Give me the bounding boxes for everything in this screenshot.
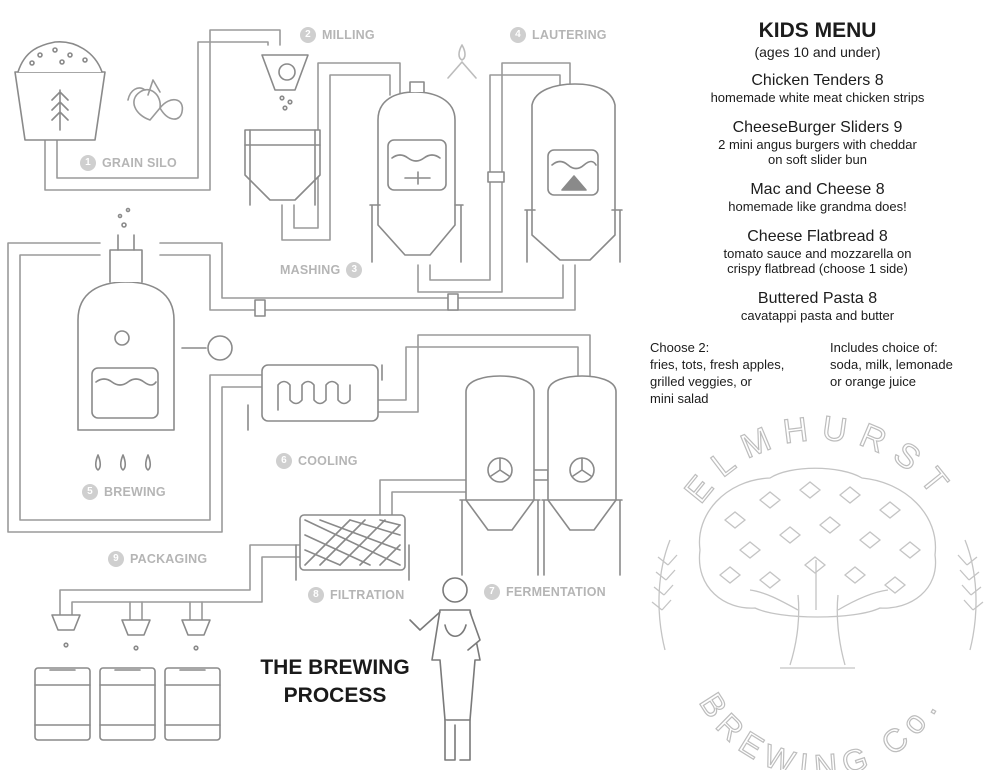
step-number: 2	[300, 27, 316, 43]
menu-item-name: Cheese Flatbread 8	[747, 228, 888, 245]
step-number: 6	[276, 453, 292, 469]
logo-top-text: ELMHURST	[677, 410, 963, 510]
tree-icon	[698, 467, 937, 669]
water-drop-icon	[447, 44, 477, 79]
menu-item: Cheese Flatbread 8 tomato sauce and mozz…	[640, 227, 995, 276]
packaging-kegs	[34, 614, 221, 741]
menu-item-description: 2 mini angus burgers with cheddar on sof…	[718, 137, 917, 167]
step-label: MASHING	[280, 263, 341, 277]
step-label: COOLING	[298, 454, 358, 468]
menu-item: Buttered Pasta 8 cavatappi pasta and but…	[640, 289, 995, 323]
brewer-figure-icon	[409, 577, 481, 761]
step-filtration: 8 FILTRATION	[308, 587, 404, 603]
menu-item-name: CheeseBurger Sliders 9	[732, 119, 903, 136]
wheat-right-icon	[957, 539, 984, 651]
sides-section: Choose 2: fries, tots, fresh apples, gri…	[650, 339, 830, 407]
wheat-left-icon	[651, 539, 678, 651]
step-number: 1	[80, 155, 96, 171]
elmhurst-brewing-logo: ELMHURST BREWING Co.	[651, 410, 984, 770]
sides-heading: Choose 2:	[650, 340, 710, 355]
fermentation-tanks	[459, 375, 623, 576]
step-label: LAUTERING	[532, 28, 607, 42]
menu-item-description: homemade like grandma does!	[728, 199, 907, 214]
step-number: 7	[484, 584, 500, 600]
step-number: 9	[108, 551, 124, 567]
drinks-section: Includes choice of: soda, milk, lemonade…	[830, 339, 995, 390]
step-brewing: 5 BREWING	[82, 484, 166, 500]
drinks-options: soda, milk, lemonade or orange juice	[830, 357, 953, 389]
menu-item-name: Buttered Pasta 8	[757, 290, 878, 307]
pipe-joints	[254, 171, 549, 481]
logo-bottom-text: BREWING Co.	[692, 686, 947, 770]
process-title: THE BREWING PROCESS	[235, 654, 435, 710]
drinks-heading: Includes choice of:	[830, 340, 938, 355]
step-fermentation: 7 FERMENTATION	[484, 584, 606, 600]
menu-item-description: tomato sauce and mozzarella on crispy fl…	[723, 246, 912, 276]
menu-subtitle: (ages 10 and under)	[754, 44, 881, 60]
menu-title: KIDS MENU	[758, 19, 877, 42]
mill-hopper-tank	[244, 129, 321, 206]
process-title-line-2: PROCESS	[283, 684, 387, 707]
step-grain-silo: 1 GRAIN SILO	[80, 155, 177, 171]
step-number: 4	[510, 27, 526, 43]
step-label: FILTRATION	[330, 588, 405, 602]
hops-icon	[127, 79, 184, 121]
mill-icon	[261, 54, 309, 111]
mash-tun-tank	[369, 81, 464, 263]
menu-item-description: cavatappi pasta and butter	[740, 308, 895, 323]
step-milling: 2 MILLING	[300, 27, 375, 43]
menu-item-name: Mac and Cheese 8	[750, 181, 885, 198]
menu-item: Mac and Cheese 8 homemade like grandma d…	[640, 180, 995, 214]
process-title-line-1: THE BREWING	[260, 656, 410, 679]
kids-menu: KIDS MENU (ages 10 and under) Chicken Te…	[640, 18, 995, 336]
step-label: FERMENTATION	[506, 585, 606, 599]
lauter-tun-tank	[524, 83, 623, 263]
menu-item: Chicken Tenders 8 homemade white meat ch…	[640, 71, 995, 105]
step-cooling: 6 COOLING	[276, 453, 358, 469]
step-label: GRAIN SILO	[102, 156, 177, 170]
brew-kettle-tank	[77, 207, 175, 471]
step-label: PACKAGING	[130, 552, 208, 566]
brewing-process-diagram	[7, 29, 623, 761]
step-number: 8	[308, 587, 324, 603]
menu-item-description: homemade white meat chicken strips	[710, 90, 925, 105]
step-label: MILLING	[322, 28, 375, 42]
step-number: 3	[346, 262, 363, 278]
grain-silo-icon	[14, 41, 106, 141]
step-mashing: 3 MASHING	[280, 262, 363, 278]
step-number: 5	[82, 484, 98, 500]
sides-options: fries, tots, fresh apples, grilled veggi…	[650, 357, 785, 406]
step-packaging: 9 PACKAGING	[108, 551, 207, 567]
hop-gauge-icon	[181, 335, 233, 361]
menu-item-name: Chicken Tenders 8	[751, 72, 884, 89]
cooling-exchanger	[247, 364, 383, 431]
filtration-unit	[295, 514, 410, 581]
step-label: BREWING	[104, 485, 166, 499]
step-lautering: 4 LAUTERING	[510, 27, 607, 43]
menu-item: CheeseBurger Sliders 9 2 mini angus burg…	[640, 118, 995, 167]
